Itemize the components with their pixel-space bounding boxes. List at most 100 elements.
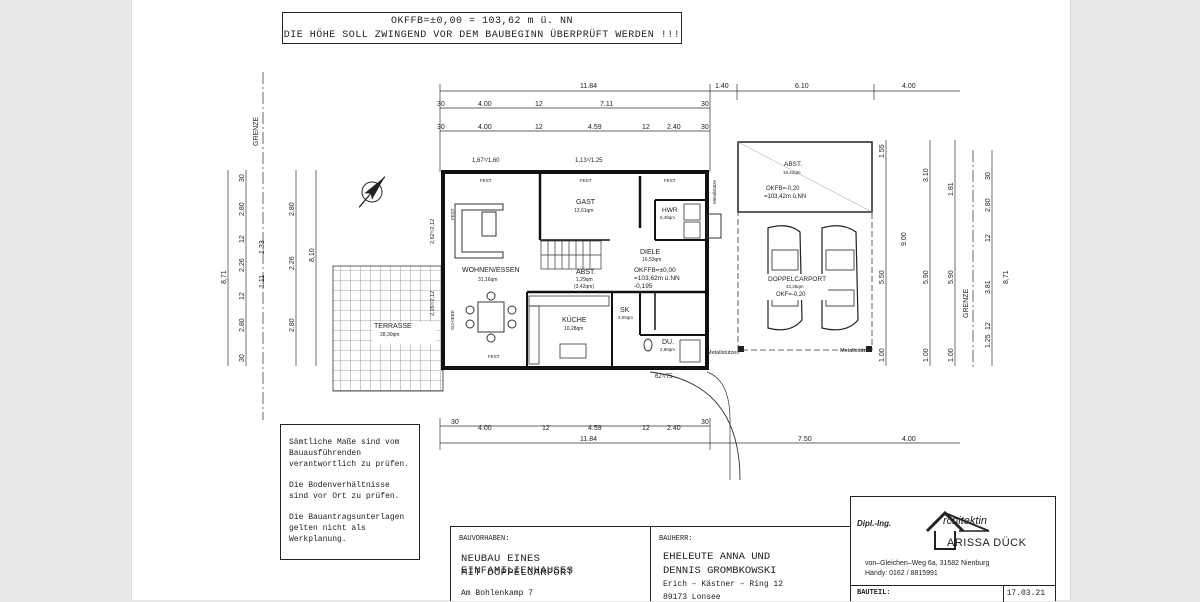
owner-block: BAUHERR: EHELEUTE ANNA UND DENNIS GROMBK… bbox=[650, 526, 852, 602]
architect-logo-icon bbox=[925, 510, 990, 550]
fest-label-3: FEST bbox=[664, 178, 676, 183]
room-diele-area: 16,53qm bbox=[642, 257, 661, 263]
room-sk-name: SK bbox=[620, 307, 630, 314]
note-1: Sämtliche Maße sind vom Bauausführenden … bbox=[289, 438, 410, 469]
building-outline bbox=[441, 170, 722, 370]
room-kueche-area: 10,28qm bbox=[564, 326, 583, 332]
project-title-2: MIT DOPPELCARPORT bbox=[461, 567, 574, 579]
dim-right-c1: 12 bbox=[985, 234, 992, 242]
dim-top-r1-1: 1.40 bbox=[715, 83, 729, 90]
room-wohnen-name: WOHNEN/ESSEN bbox=[462, 267, 520, 274]
dim-left-chain-4: 12 bbox=[239, 292, 246, 300]
fest-label-1: FEST bbox=[480, 178, 492, 183]
dim-right-c4: 12 bbox=[985, 322, 992, 330]
carport-name: DOPPELCARPORT bbox=[768, 276, 826, 283]
architect-block: Dipl.-Ing. rchitektin ARISSA DÜCK von–Gl… bbox=[850, 496, 1056, 602]
carport-abst-level1: OKFB=-0,20 bbox=[766, 186, 800, 192]
carport-abst-level2: =103,42m ü.NN bbox=[764, 194, 806, 200]
north-arrow-icon bbox=[358, 176, 386, 208]
project-address: Am Bohlenkamp 7 bbox=[461, 589, 534, 598]
room-wohnen-area: 31,16qm bbox=[478, 277, 497, 283]
metal-post-label-1: Metallstütze bbox=[712, 179, 717, 204]
notes-box: Sämtliche Maße sind vom Bauausführenden … bbox=[280, 424, 420, 560]
driveway-curve bbox=[649, 371, 741, 481]
dim-left-outer: 8,71 bbox=[221, 270, 228, 284]
dim-bottom-r1-5: 2.40 bbox=[667, 425, 681, 432]
dim-right-a0: 1.55 bbox=[879, 144, 886, 158]
dim-right-b1: 5.50 bbox=[879, 270, 886, 284]
room-terrasse-name: TERRASSE bbox=[374, 323, 412, 330]
carport-abst-name: ABST. bbox=[784, 161, 802, 168]
dim-left-chain-3: 2.26 bbox=[239, 258, 246, 272]
room-abst-area: 1,29qm bbox=[576, 277, 593, 283]
dim-left-mid: 8,10 bbox=[309, 248, 316, 262]
dim-right-d3: 1.00 bbox=[923, 348, 930, 362]
note-2: Die Bodenverhältnisse sind vor Ort zu pr… bbox=[289, 481, 400, 501]
dim-right-c3: 1.25 bbox=[985, 334, 992, 348]
dim-right-b3: 5.90 bbox=[948, 270, 955, 284]
owner-label: BAUHERR: bbox=[659, 535, 693, 543]
fest-label-2: FEST bbox=[580, 178, 592, 183]
dimension-lines-left bbox=[227, 170, 317, 366]
architect-degree: Dipl.-Ing. bbox=[857, 519, 892, 528]
schiebe-label: SCHIEBE bbox=[450, 310, 455, 330]
dim-left-chain-2: 12 bbox=[239, 235, 246, 243]
dim-left2-chain-3: 2.26 bbox=[289, 256, 296, 270]
dim-top-r1-0: 11.84 bbox=[580, 83, 597, 90]
dim-right-d4: 1.00 bbox=[948, 348, 955, 362]
drawing-date: 17.03.21 bbox=[1006, 589, 1045, 598]
dim-right-c0: 2.80 bbox=[985, 198, 992, 212]
height-notice-line1: OKFFB=±0,00 = 103,62 m ü. NN bbox=[390, 16, 574, 27]
owner-street: Erich – Kästner – Ring 12 bbox=[663, 580, 784, 589]
dim-right-d0: 8,71 bbox=[1003, 270, 1010, 284]
dim-right-d2: 1.00 bbox=[879, 348, 886, 362]
architect-title: rchitektin bbox=[943, 515, 988, 527]
project-title-1: NEUBAU EINES EINFAMILIENHAUSES bbox=[461, 553, 574, 577]
room-abst-area2: (3,42qm) bbox=[574, 284, 594, 290]
carport-area: 42,28qm bbox=[786, 284, 804, 289]
dim-top-r3-5: 2.40 bbox=[667, 124, 681, 131]
dim-top-r2-3: 7.11 bbox=[600, 101, 613, 108]
dim-left-win-1: 1.11 bbox=[259, 275, 266, 288]
dim-top-r3-2: 12 bbox=[535, 124, 543, 131]
dim-right-c2: 3.81 bbox=[985, 280, 992, 294]
dim-top-r2-4: 30 bbox=[701, 101, 709, 108]
height-notice-line2: DIE HÖHE SOLL ZWINGEND VOR DEM BAUBEGINN… bbox=[283, 30, 681, 41]
architect-phone: Handy: 0162 / 8815991 bbox=[865, 570, 938, 577]
dimension-lines-top bbox=[439, 84, 960, 172]
room-hwr-area: 6,49qm bbox=[660, 215, 675, 220]
carport-outline bbox=[737, 141, 873, 352]
window-label-2: 1,13⁵/1,25 bbox=[575, 157, 603, 164]
room-abst-name: ABST. bbox=[576, 269, 596, 276]
dim-top-r1-2: 6.10 bbox=[795, 83, 809, 90]
room-sk-area: 3,50qm bbox=[618, 315, 633, 320]
dim-bottom-r2-2: 4.00 bbox=[902, 436, 916, 443]
dim-left-chain-1: 2.80 bbox=[239, 202, 246, 216]
dim-bottom-r2-1: 7.50 bbox=[798, 436, 812, 443]
room-gast-area: 13,61qm bbox=[574, 208, 593, 214]
project-block: BAUVORHABEN: NEUBAU EINES EINFAMILIENHAU… bbox=[450, 526, 652, 601]
dim-top-r3-6: 30 bbox=[701, 124, 709, 131]
dim-bottom-r2-0: 11.84 bbox=[580, 436, 597, 443]
metal-post-label-3: Metallstütze bbox=[840, 348, 869, 354]
architect-address: von–Gleichen–Weg 6a, 31582 Nienburg bbox=[865, 560, 990, 567]
dim-left2-chain-1: 2.80 bbox=[289, 202, 296, 216]
room-diele-name: DIELE bbox=[640, 249, 661, 256]
room-kueche-name: KÜCHE bbox=[562, 316, 587, 324]
room-terrasse-area: 28,30qm bbox=[380, 332, 399, 338]
window-label-left-1: 2,62⁵/2,12 bbox=[429, 219, 436, 244]
dim-right-a1: 3.10 bbox=[923, 168, 930, 182]
dim-right-b2: 5.90 bbox=[923, 270, 930, 284]
dim-bottom-r1-0: 30 bbox=[451, 419, 459, 426]
window-label-1: 1,67⁵/1,60 bbox=[472, 157, 500, 164]
dimension-lines-bottom bbox=[439, 418, 960, 450]
room-gast-name: GAST bbox=[576, 199, 596, 206]
dim-bottom-r1-3: 4.59 bbox=[588, 425, 602, 432]
project-label: BAUVORHABEN: bbox=[459, 535, 510, 543]
metal-post-label-2: Metallstützen bbox=[707, 350, 739, 356]
dim-left2-chain-5: 2.80 bbox=[289, 318, 296, 332]
note-3: Die Bauantragsunterlagen gelten nicht al… bbox=[289, 513, 405, 544]
owner-name-1: EHELEUTE ANNA UND bbox=[663, 551, 771, 563]
dim-left-win-0: 1.33 bbox=[259, 240, 266, 254]
